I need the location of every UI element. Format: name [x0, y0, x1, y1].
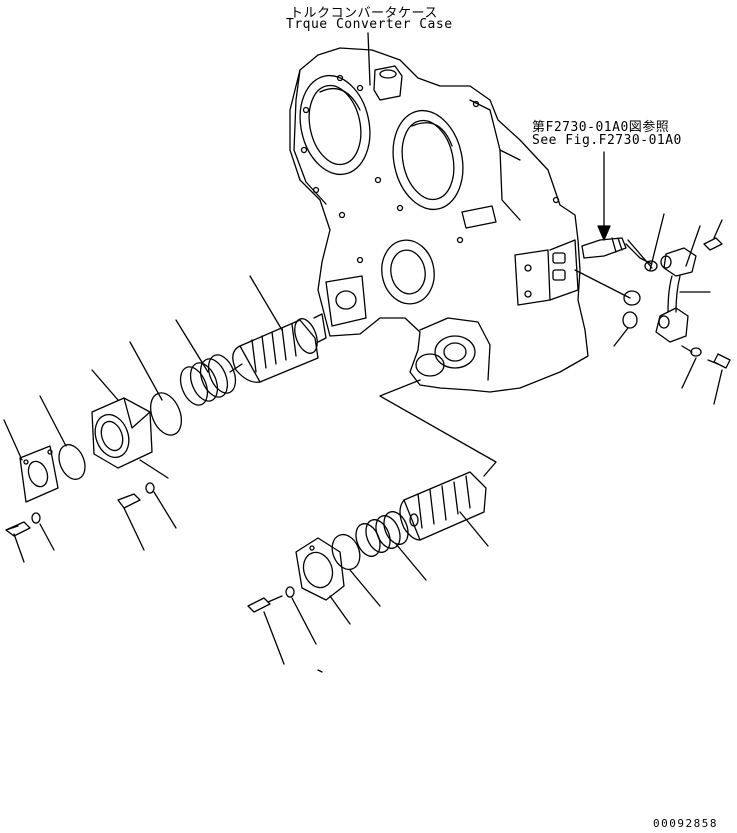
- reference-label-en: See Fig.F2730-01A0: [532, 133, 682, 148]
- left-spring: [175, 320, 240, 409]
- left-filter-element: [230, 276, 326, 382]
- figure-number: 00092858: [653, 817, 718, 830]
- oil-pipe: [656, 276, 710, 342]
- washer-and-bolt-right: [682, 346, 730, 404]
- bottom-leader-lines: [380, 380, 496, 476]
- o-rings-block: [575, 270, 640, 346]
- connector-block: [661, 226, 700, 276]
- left-cover-plate: [4, 420, 58, 502]
- bottom-cover: [296, 538, 350, 624]
- bottom-o-ring: [327, 530, 380, 606]
- torque-converter-case: [290, 48, 588, 392]
- left-gasket: [40, 396, 90, 483]
- bottom-filter-element: [400, 472, 488, 546]
- case-label-en: Trque Converter Case: [286, 17, 453, 32]
- left-bolts-and-washers: [6, 483, 176, 562]
- case-label-jp: トルクコンバータケース: [290, 6, 438, 21]
- o-ring-right: [645, 261, 657, 271]
- reference-label-jp: 第F2730-01A0図参照: [532, 120, 670, 135]
- connector-bolt: [704, 220, 722, 250]
- left-filter-cover: [89, 370, 168, 478]
- left-o-ring: [130, 342, 187, 440]
- bottom-spring: [351, 508, 426, 580]
- case-leader-line: [368, 33, 370, 85]
- bottom-bolt-and-washer: [248, 587, 322, 672]
- reference-arrow: [598, 152, 610, 240]
